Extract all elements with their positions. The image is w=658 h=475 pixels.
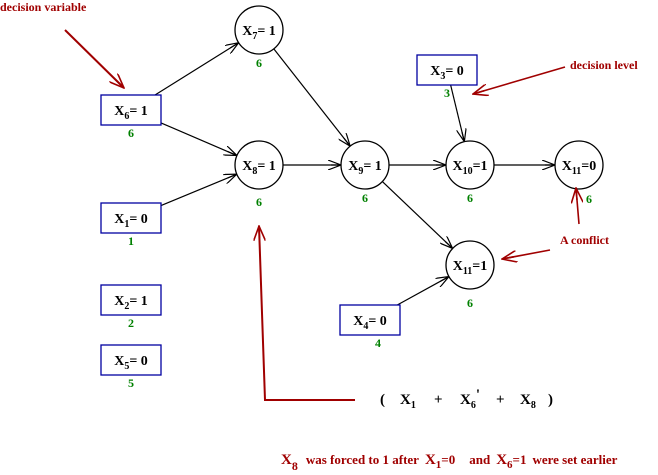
- decision-level-number: 6: [467, 191, 473, 205]
- node-label: X11=1: [453, 259, 488, 277]
- implied-node-circle: [340, 140, 390, 190]
- edge-x6-x8: [160, 122, 237, 156]
- clause-open-paren: (: [380, 392, 385, 408]
- node-label: X1= 0: [114, 212, 148, 230]
- clause-term-1: X1: [400, 392, 416, 411]
- decision-box: [339, 304, 401, 336]
- node-x6: X6= 1 6: [100, 94, 162, 140]
- edge-x7-x9: [273, 48, 350, 146]
- node-label: X11=0: [562, 159, 597, 177]
- node-x3: X3= 0 3: [416, 54, 478, 100]
- decision-level-number: 6: [256, 195, 262, 209]
- node-label: X10=1: [452, 159, 487, 177]
- node-label: X8= 1: [242, 159, 276, 177]
- decision-level-number: 4: [375, 336, 381, 350]
- implied-node-circle: [445, 240, 495, 290]
- node-label: X3= 0: [430, 64, 464, 82]
- clause-link-arrow: [259, 226, 355, 401]
- edge-x3-x10: [450, 84, 465, 142]
- node-label: X6= 1: [114, 104, 148, 122]
- decision-level-label: decision level: [570, 58, 638, 72]
- implied-node-circle: [445, 140, 495, 190]
- decision-variable-label: decision variable: [0, 0, 87, 14]
- decision-level-number: 5: [128, 376, 134, 390]
- conflict-label: A conflict: [560, 233, 609, 247]
- edges: [154, 43, 555, 306]
- conflict-arrow-up: [576, 188, 579, 225]
- clause-close-paren: ): [548, 392, 553, 408]
- node-x10: X10=1 6: [445, 140, 495, 205]
- node-x7: X7= 1 6: [234, 5, 284, 70]
- decision-box: [100, 94, 162, 126]
- decision-box: [100, 202, 162, 234]
- annotation-decision-variable: decision variable: [0, 0, 124, 88]
- decision-box: [100, 344, 162, 376]
- implied-node-circle: [234, 5, 284, 55]
- node-label: X9= 1: [348, 159, 382, 177]
- learned-clause: ( X1 + X6' + X8 ): [380, 387, 553, 411]
- edge-x1-x8: [160, 174, 237, 207]
- implied-node-circle: [234, 140, 284, 190]
- edge-x4-x11b: [396, 277, 449, 306]
- edge-x9-x11b: [381, 181, 452, 249]
- node-x2: X2= 1 2: [100, 284, 162, 330]
- decision-level-number: 2: [128, 316, 134, 330]
- node-x11b: X11=1 6: [445, 240, 495, 310]
- edge-x6-x7: [154, 43, 239, 96]
- clause-term-2: X6': [460, 387, 480, 411]
- node-label: X7= 1: [242, 24, 276, 42]
- node-x5: X5= 0 5: [100, 344, 162, 390]
- decision-box: [100, 284, 162, 316]
- node-label: X5= 0: [114, 354, 148, 372]
- node-label: X4= 0: [353, 314, 387, 332]
- node-x9: X9= 1 6: [340, 140, 390, 205]
- node-x4: X4= 0 4: [339, 304, 401, 350]
- decision-level-arrow: [473, 66, 566, 94]
- decision-box: [416, 54, 478, 86]
- clause-plus-2: +: [496, 392, 505, 408]
- decision-level-number: 6: [362, 191, 368, 205]
- node-x11a: X11=0 6: [554, 140, 604, 206]
- clause-plus-1: +: [434, 392, 443, 408]
- decision-level-number: 6: [128, 126, 134, 140]
- decision-level-number: 1: [128, 234, 134, 248]
- node-label: X2= 1: [114, 294, 148, 312]
- decision-level-number: 3: [444, 86, 450, 100]
- conflict-arrow-left: [502, 249, 551, 259]
- annotation-conflict: A conflict: [502, 188, 609, 259]
- annotation-decision-level: decision level: [473, 58, 638, 94]
- node-x8: X8= 1 6: [234, 140, 284, 209]
- decision-variable-arrow: [64, 29, 124, 88]
- decision-level-number: 6: [467, 296, 473, 310]
- node-x1: X1= 0 1: [100, 202, 162, 248]
- clause-term-3: X8: [520, 392, 536, 411]
- decision-level-number: 6: [256, 56, 262, 70]
- decision-level-number: 6: [586, 192, 592, 206]
